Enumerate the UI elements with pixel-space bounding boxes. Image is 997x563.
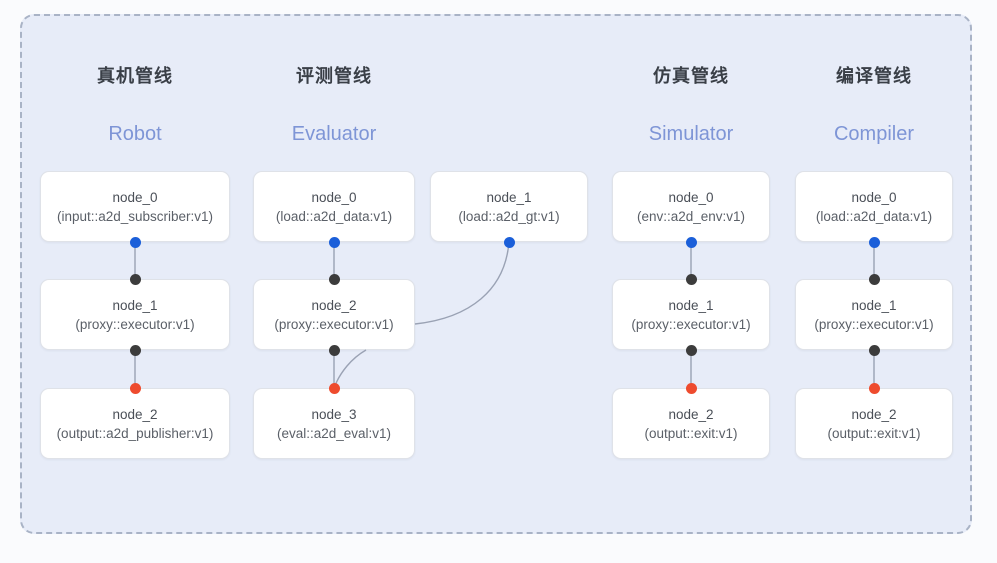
node-sim-node-2[interactable]: node_2 (output::exit:v1) xyxy=(612,388,770,459)
node-comp-node-2[interactable]: node_2 (output::exit:v1) xyxy=(795,388,953,459)
node-robot-node-2[interactable]: node_2 (output::a2d_publisher:v1) xyxy=(40,388,230,459)
node-sim-node-1[interactable]: node_1 (proxy::executor:v1) xyxy=(612,279,770,350)
column-title-cn-evaluator: 评测管线 xyxy=(296,66,372,86)
node-label-type: (env::a2d_env:v1) xyxy=(636,208,746,224)
port-input-sim-node-0[interactable] xyxy=(685,236,697,248)
node-label-type: (output::exit:v1) xyxy=(644,425,738,441)
column-title-cn-simulator: 仿真管线 xyxy=(653,66,729,86)
column-title-en-evaluator: Evaluator xyxy=(291,123,377,145)
port-out-comp-node-1[interactable] xyxy=(868,344,880,356)
port-input-eval-node-1[interactable] xyxy=(503,236,515,248)
node-label-type: (eval::a2d_eval:v1) xyxy=(276,425,392,441)
column-title-cn-robot: 真机管线 xyxy=(97,66,173,86)
node-label-name: node_2 xyxy=(851,406,897,422)
node-label-type: (input::a2d_subscriber:v1) xyxy=(56,208,214,224)
port-input-eval-node-0[interactable] xyxy=(328,236,340,248)
node-label-name: node_2 xyxy=(311,297,357,313)
node-label-name: node_0 xyxy=(311,189,357,205)
port-input-robot-node-0[interactable] xyxy=(129,236,141,248)
node-label-name: node_1 xyxy=(668,297,714,313)
node-label-type: (load::a2d_gt:v1) xyxy=(458,208,560,224)
node-label-name: node_0 xyxy=(851,189,897,205)
node-label-type: (proxy::executor:v1) xyxy=(274,316,394,332)
node-eval-node-1[interactable]: node_1 (load::a2d_gt:v1) xyxy=(430,171,588,242)
port-in-eval-node-2[interactable] xyxy=(328,273,340,285)
port-output-comp-node-2[interactable] xyxy=(868,382,880,394)
port-out-robot-node-1[interactable] xyxy=(129,344,141,356)
node-label-name: node_2 xyxy=(112,406,158,422)
column-title-en-compiler: Compiler xyxy=(833,123,915,145)
node-label-name: node_1 xyxy=(112,297,158,313)
node-comp-node-0[interactable]: node_0 (load::a2d_data:v1) xyxy=(795,171,953,242)
node-comp-node-1[interactable]: node_1 (proxy::executor:v1) xyxy=(795,279,953,350)
port-out-eval-node-2[interactable] xyxy=(328,344,340,356)
node-label-type: (output::exit:v1) xyxy=(827,425,921,441)
port-in-sim-node-1[interactable] xyxy=(685,273,697,285)
node-eval-node-2[interactable]: node_2 (proxy::executor:v1) xyxy=(253,279,415,350)
port-output-robot-node-2[interactable] xyxy=(129,382,141,394)
node-label-type: (proxy::executor:v1) xyxy=(75,316,195,332)
node-label-type: (load::a2d_data:v1) xyxy=(275,208,393,224)
node-eval-node-3[interactable]: node_3 (eval::a2d_eval:v1) xyxy=(253,388,415,459)
port-out-sim-node-1[interactable] xyxy=(685,344,697,356)
node-label-name: node_2 xyxy=(668,406,714,422)
port-output-eval-node-3[interactable] xyxy=(328,382,340,394)
node-sim-node-0[interactable]: node_0 (env::a2d_env:v1) xyxy=(612,171,770,242)
node-label-name: node_1 xyxy=(486,189,532,205)
port-input-comp-node-0[interactable] xyxy=(868,236,880,248)
node-robot-node-0[interactable]: node_0 (input::a2d_subscriber:v1) xyxy=(40,171,230,242)
column-title-en-simulator: Simulator xyxy=(648,123,734,145)
node-label-name: node_0 xyxy=(668,189,714,205)
column-title-en-robot: Robot xyxy=(108,123,162,145)
node-label-type: (proxy::executor:v1) xyxy=(631,316,751,332)
port-output-sim-node-2[interactable] xyxy=(685,382,697,394)
node-label-name: node_0 xyxy=(112,189,158,205)
port-in-robot-node-1[interactable] xyxy=(129,273,141,285)
node-label-type: (load::a2d_data:v1) xyxy=(815,208,933,224)
node-label-name: node_3 xyxy=(311,406,357,422)
node-label-type: (proxy::executor:v1) xyxy=(814,316,934,332)
port-in-comp-node-1[interactable] xyxy=(868,273,880,285)
node-robot-node-1[interactable]: node_1 (proxy::executor:v1) xyxy=(40,279,230,350)
node-label-name: node_1 xyxy=(851,297,897,313)
node-eval-node-0[interactable]: node_0 (load::a2d_data:v1) xyxy=(253,171,415,242)
node-label-type: (output::a2d_publisher:v1) xyxy=(56,425,214,441)
column-title-cn-compiler: 编译管线 xyxy=(836,66,912,86)
